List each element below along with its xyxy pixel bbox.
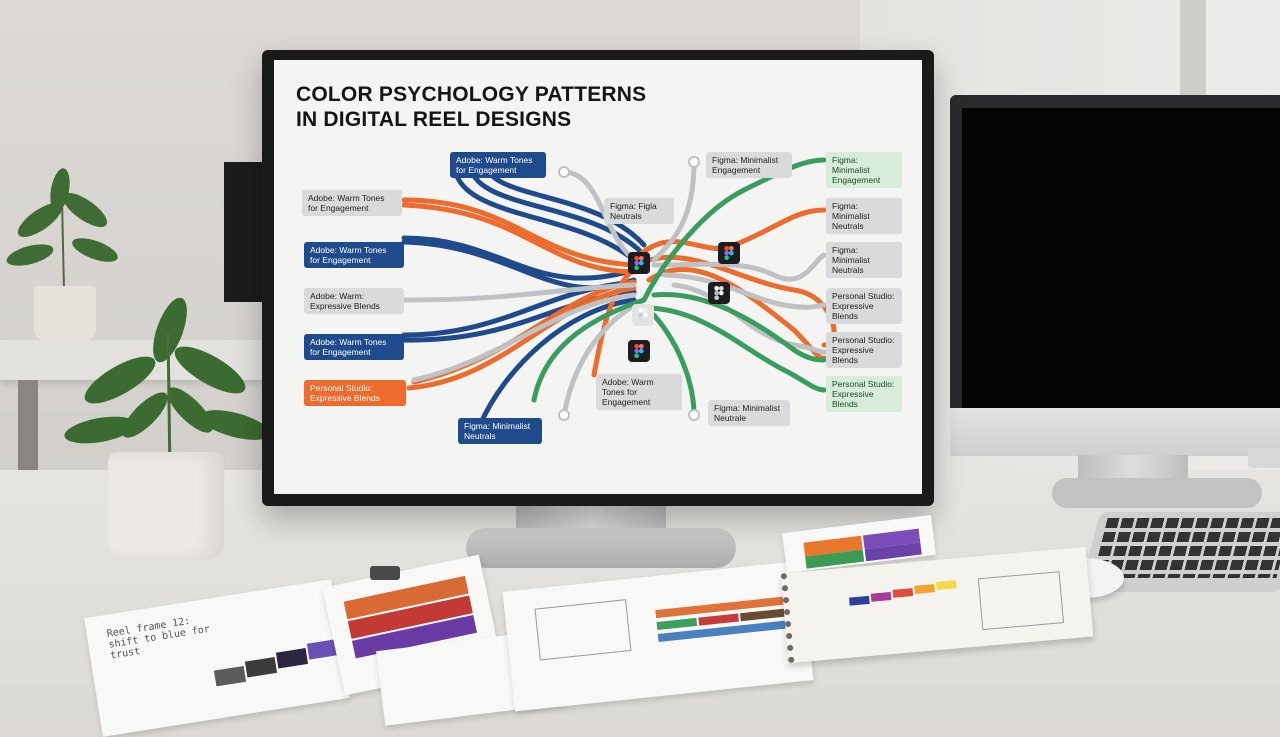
swatch: [892, 588, 914, 598]
tag-figma-minimalist: Figma: Minimalist Neutrals: [458, 418, 542, 444]
tag-personal-studio: Personal Studio: Expressive Blends: [826, 376, 902, 412]
main-monitor-screen: COLOR PSYCHOLOGY PATTERNS IN DIGITAL REE…: [274, 60, 922, 494]
desk-plant-icon: [64, 297, 270, 476]
tag-figma-minimalist: Figma: Minimalist Neutrals: [826, 198, 902, 234]
shelf-plant-icon: [6, 168, 118, 291]
tag-adobe-expressive-blends: Adobe: Warm: Expressive Blends: [304, 288, 404, 314]
swatch: [275, 648, 309, 669]
tag-adobe-warm-tones: Adobe: Warm Tones for Engagement: [596, 374, 682, 410]
swatch: [935, 580, 957, 590]
swatch: [213, 665, 247, 687]
tag-figma-minimalist: Figma: Minimalist Neutrals: [826, 242, 902, 278]
tag-figma-minimalist: Figma: Minimalist Neutrale: [708, 400, 790, 426]
tag-personal-studio: Personal Studio: Expressive Blends: [826, 288, 902, 324]
handwritten-note: Reel frame 12: shift to blue for trust: [106, 615, 211, 662]
binder-clip-icon: [370, 566, 400, 580]
secondary-monitor-chin: [950, 408, 1280, 456]
tag-adobe-warm-tones: Adobe: Warm Tones for Engagement: [450, 152, 546, 178]
figma-icon: [628, 340, 650, 362]
figma-icon: [718, 242, 740, 264]
tag-adobe-warm-tones: Adobe: Warm Tones for Engagement: [304, 334, 404, 360]
tag-figma-minimalist: Figma: Minimalist Engagement: [706, 152, 792, 178]
wireframe-box: [534, 599, 632, 661]
swatch: [849, 595, 870, 606]
swatch: [870, 591, 892, 602]
screen-title-line-1: COLOR PSYCHOLOGY PATTERNS: [296, 83, 647, 106]
figma-icon: [708, 282, 730, 304]
tag-adobe-warm-tones: Adobe: Warm Tones for Engagement: [304, 242, 404, 268]
swatch: [914, 584, 935, 594]
screen-title-line-2: IN DIGITAL REEL DESIGNS: [296, 108, 572, 131]
screen-title: COLOR PSYCHOLOGY PATTERNS IN DIGITAL REE…: [296, 82, 646, 132]
tag-figma-neutrals: Figma: Figla Neutrals: [604, 198, 674, 224]
swatch: [698, 613, 739, 626]
desk-plant-pot: [108, 452, 224, 560]
swatch: [740, 608, 787, 622]
swatch: [244, 656, 278, 678]
swatch: [656, 617, 698, 631]
figma-icon: [632, 304, 654, 326]
secondary-monitor-screen: [962, 108, 1280, 408]
secondary-monitor-base: [1052, 478, 1262, 508]
wireframe-box: [977, 571, 1065, 631]
shelf-plant-pot: [34, 286, 96, 340]
tag-personal-studio: Personal Studio: Expressive Blends: [304, 380, 406, 406]
tag-personal-studio: Personal Studio: Expressive Blends: [826, 332, 902, 368]
desk-device: [1248, 448, 1280, 468]
figma-icon: [628, 252, 650, 274]
window-frame: [1180, 0, 1206, 100]
tag-adobe-warm-tones: Adobe: Warm Tones for Engagement: [302, 190, 402, 216]
tag-figma-minimalist: Figma: Minimalist Engagement: [826, 152, 902, 188]
monitor-base: [466, 528, 736, 568]
flow-lines: [401, 156, 837, 428]
